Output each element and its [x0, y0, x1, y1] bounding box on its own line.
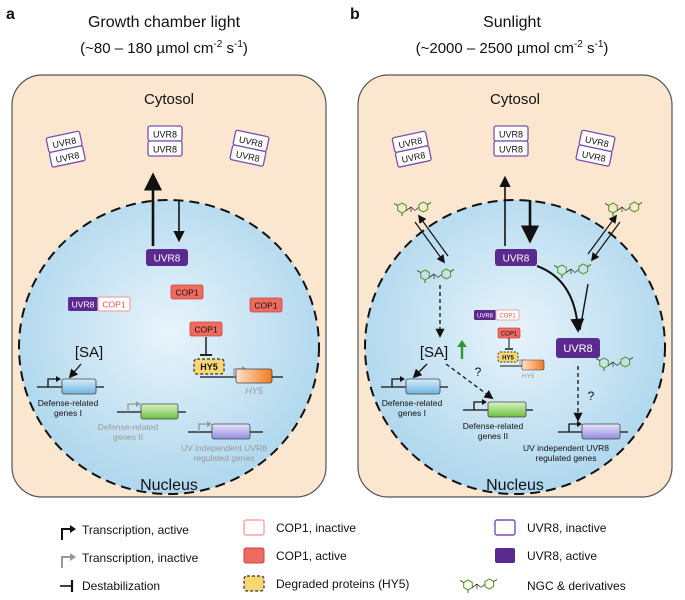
panel-b-letter: b: [350, 6, 360, 23]
uvr8-cop1-complex: UVR8 COP1: [474, 309, 520, 321]
legend-uvr8-inactive: UVR8, inactive: [527, 521, 607, 535]
legend: Transcription, active Transcription, ina…: [60, 519, 626, 594]
svg-text:HY5: HY5: [200, 362, 218, 372]
svg-text:UVR8: UVR8: [503, 254, 530, 265]
uvr8-dimer: UVR8 UVR8: [493, 125, 529, 157]
transcription-active-icon: [61, 525, 76, 540]
legend-ngc: NGC & derivatives: [527, 579, 626, 593]
panel-b: Cytosol Nucleus UVR8 UVR8 UVR8 UVR8 UVR8…: [357, 74, 673, 498]
nucleus-label-a: Nucleus: [140, 477, 198, 494]
hy5-gene-label: HY5: [245, 386, 264, 396]
svg-text:UVR8: UVR8: [499, 130, 523, 140]
nucleus-a: [18, 199, 320, 495]
hy5-gene: [521, 359, 545, 371]
legend-cop1-active: COP1, active: [276, 549, 347, 563]
svg-text:UVR8: UVR8: [401, 150, 427, 165]
uvr8-dimer: UVR8 UVR8: [45, 130, 87, 168]
cop1-active: COP1: [249, 297, 283, 313]
hy5-degraded: HY5: [497, 351, 519, 363]
sa-label: [SA]: [420, 344, 448, 361]
legend-uvr8-active: UVR8, active: [527, 549, 597, 563]
transcription-inactive-icon: [61, 553, 76, 568]
svg-text:UVR8: UVR8: [235, 149, 261, 164]
cop1-active-swatch: [243, 547, 265, 564]
gene-1: [61, 378, 97, 395]
gene-1: [405, 378, 441, 395]
legend-degraded: Degraded proteins (HY5): [276, 577, 409, 591]
panel-a-letter: a: [6, 6, 15, 23]
gene-3: [581, 423, 621, 440]
sa-label: [SA]: [75, 344, 103, 361]
svg-text:UVR8: UVR8: [584, 134, 610, 149]
panel-b-subtitle: (~2000 – 2500 µmol cm-2 s-1): [416, 39, 609, 57]
svg-text:UVR8: UVR8: [581, 149, 607, 164]
cop1-active: COP1: [497, 327, 521, 339]
question-mark: ?: [475, 365, 482, 379]
uvr8-dimer: UVR8 UVR8: [229, 129, 270, 168]
svg-text:UVR8: UVR8: [499, 145, 523, 155]
uvr8-active: UVR8: [495, 249, 537, 266]
uvr8-active: UVR8: [146, 249, 188, 266]
uvr8-inactive-swatch: [494, 519, 516, 536]
cop1-active: COP1: [189, 321, 223, 337]
hy5-degraded: HY5: [193, 358, 225, 375]
svg-text:?: ?: [588, 389, 595, 403]
svg-text:UVR8: UVR8: [154, 254, 181, 265]
ngc-icon: [459, 578, 498, 594]
cop1-active: COP1: [170, 284, 204, 300]
cytosol-label-a: Cytosol: [144, 91, 194, 108]
svg-text:UVR8: UVR8: [238, 134, 264, 149]
svg-text:COP1: COP1: [254, 301, 277, 311]
gene-2: [487, 401, 527, 418]
svg-text:UVR8: UVR8: [153, 145, 177, 155]
uvr8-dimer: UVR8 UVR8: [575, 129, 616, 168]
svg-text:HY5: HY5: [522, 373, 535, 380]
svg-text:UVR8: UVR8: [477, 314, 494, 320]
cytosol-label-b: Cytosol: [490, 91, 540, 108]
svg-text:UVR8: UVR8: [55, 150, 81, 165]
gene-3: [211, 423, 251, 440]
svg-text:COP1: COP1: [194, 325, 217, 335]
degraded-swatch: [243, 575, 265, 592]
svg-text:UVR8: UVR8: [52, 135, 78, 150]
uvr8-ngc-complex: UVR8: [556, 338, 634, 372]
destabilization-icon: [60, 580, 74, 592]
hy5-gene: [235, 368, 273, 384]
svg-text:COP1: COP1: [175, 288, 198, 298]
legend-transcription-active: Transcription, active: [82, 523, 189, 537]
panel-a: Cytosol Nucleus UVR8 UVR8 UVR8 UVR8 UVR8…: [11, 74, 327, 498]
svg-text:COP1: COP1: [499, 314, 516, 320]
legend-transcription-inactive: Transcription, inactive: [82, 551, 199, 565]
svg-text:UVR8: UVR8: [153, 130, 177, 140]
panel-b-title: Sunlight: [483, 14, 541, 31]
legend-destabilization: Destabilization: [82, 579, 160, 593]
panel-a-subtitle: (~80 – 180 µmol cm-2 s-1): [80, 39, 248, 57]
gene-2: [140, 403, 179, 420]
panel-a-title: Growth chamber light: [88, 14, 241, 31]
svg-text:UVR8: UVR8: [72, 300, 95, 310]
nucleus-label-b: Nucleus: [486, 477, 544, 494]
svg-text:COP1: COP1: [501, 332, 518, 338]
svg-text:UVR8: UVR8: [398, 135, 424, 150]
uvr8-dimer: UVR8 UVR8: [391, 130, 433, 168]
nucleus-b: [364, 199, 666, 495]
svg-text:COP1: COP1: [102, 300, 125, 310]
uvr8-active-swatch: [495, 548, 515, 563]
legend-cop1-inactive: COP1, inactive: [276, 521, 356, 535]
svg-text:UVR8: UVR8: [563, 343, 592, 355]
uvr8-dimer: UVR8 UVR8: [147, 125, 183, 157]
uvr8-cop1-complex: UVR8 COP1: [68, 296, 131, 312]
cop1-inactive-swatch: [243, 519, 265, 536]
svg-text:HY5: HY5: [502, 356, 514, 362]
